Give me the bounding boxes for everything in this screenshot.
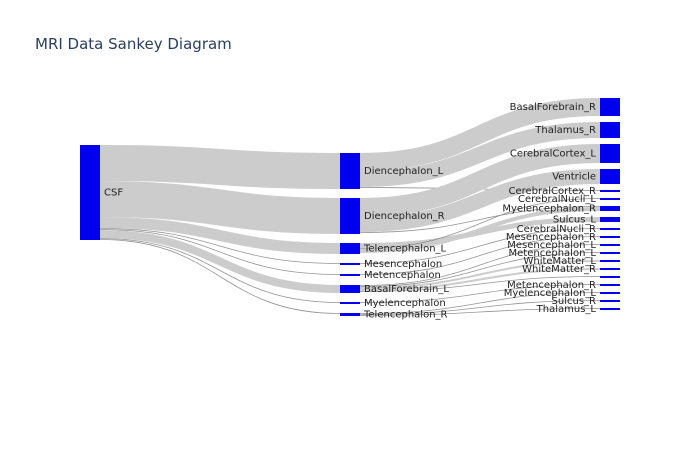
chart-title: MRI Data Sankey Diagram	[35, 35, 232, 53]
node-label-mye_l: Myelencephalon_L	[504, 288, 597, 299]
node-label-thal_l: Thalamus_L	[536, 304, 597, 315]
link-tel_r-mye_l[interactable]	[359, 292, 601, 314]
link-bf_l-met_l[interactable]	[359, 252, 601, 287]
node-label-sul_l: Sulcus_L	[553, 215, 597, 226]
node-mes_r[interactable]	[600, 236, 620, 238]
link-tel_l-sul_l[interactable]	[359, 217, 601, 248]
node-label-cc_l: CerebralCortex_L	[510, 149, 597, 160]
labels-layer: CSF Diencephalon_L Diencephalon_R Telenceph…	[104, 102, 596, 321]
link-csf-tel_r[interactable]	[99, 239, 341, 314]
link-tel_l-mye_r[interactable]	[359, 207, 601, 253]
node-tel_r[interactable]	[340, 313, 360, 316]
node-label-tel_r: Telencephalon_R	[363, 310, 448, 321]
node-label-mye: Myelencephalon	[364, 298, 446, 309]
node-label-bf_r: BasalForebrain_R	[510, 102, 596, 113]
link-tel_r-sul_r[interactable]	[359, 300, 601, 315]
node-wm_l[interactable]	[600, 260, 620, 262]
node-label-mes_l: Mesencephalon_L	[507, 240, 596, 251]
node-met[interactable]	[340, 274, 360, 276]
link-bf_l-mes_l[interactable]	[359, 244, 601, 286]
link-dien_r-cc_l[interactable]	[359, 144, 601, 217]
node-thal_r[interactable]	[600, 122, 620, 138]
node-label-met_l: Metencephalon_L	[509, 248, 597, 259]
links-layer	[99, 98, 601, 316]
node-label-csf: CSF	[104, 188, 123, 199]
node-cn_r[interactable]	[600, 228, 620, 230]
link-met-mes_r[interactable]	[359, 236, 601, 275]
node-cc_l[interactable]	[600, 144, 620, 163]
node-bf_r[interactable]	[600, 98, 620, 116]
node-label-cn_l: CerebralNucli_L	[518, 194, 596, 205]
link-csf-mye[interactable]	[99, 238, 341, 303]
node-met_l[interactable]	[600, 252, 620, 254]
node-unl[interactable]	[600, 276, 620, 278]
link-bf_l-wm_l[interactable]	[359, 260, 601, 289]
node-met_r[interactable]	[600, 284, 620, 286]
node-label-thal_r: Thalamus_R	[534, 125, 596, 136]
node-label-met: Metencephalon	[364, 270, 441, 281]
link-csf-dien_l[interactable]	[99, 145, 341, 189]
node-label-cc_r: CerebralCortex_R	[508, 186, 596, 197]
link-dien_r-vent[interactable]	[359, 169, 601, 232]
link-csf-met[interactable]	[99, 229, 341, 275]
node-label-vent: Ventricle	[552, 172, 596, 183]
link-csf-bf_l[interactable]	[99, 230, 341, 293]
node-label-sul_r: Sulcus_R	[552, 296, 597, 307]
node-mye_r[interactable]	[600, 206, 620, 211]
node-label-cn_r: CerebralNucli_R	[517, 224, 596, 235]
link-tel_l-cn_l[interactable]	[359, 198, 601, 249]
link-csf-mes[interactable]	[99, 228, 341, 264]
node-label-mye_r: Myelencephalon_R	[502, 204, 596, 215]
link-bf_l-unl[interactable]	[359, 276, 601, 292]
node-label-mes_r: Mesencephalon_R	[506, 232, 596, 243]
node-csf[interactable]	[80, 145, 100, 240]
node-mes_l[interactable]	[600, 244, 620, 246]
node-label-wm_r: WhiteMatter_R	[522, 264, 596, 275]
node-thal_l[interactable]	[600, 308, 620, 310]
link-csf-tel_l[interactable]	[99, 217, 341, 254]
link-dien_l-bf_r[interactable]	[359, 98, 601, 171]
node-label-met_r: Metencephalon_R	[507, 280, 596, 291]
link-tel_r-thal_l[interactable]	[359, 308, 601, 316]
node-label-tel_l: Telencephalon_L	[363, 244, 447, 255]
node-cc_r[interactable]	[600, 190, 620, 192]
node-label-dien_r: Diencephalon_R	[364, 211, 445, 222]
node-sul_l[interactable]	[600, 217, 620, 222]
link-csf-dien_r[interactable]	[99, 181, 341, 234]
link-mes-cn_r[interactable]	[359, 228, 601, 264]
link-bf_l-wm_r[interactable]	[359, 268, 601, 291]
node-tel_l[interactable]	[340, 243, 360, 254]
node-dien_l[interactable]	[340, 153, 360, 189]
node-mes[interactable]	[340, 263, 360, 265]
node-label-wm_l: WhiteMatter_L	[523, 256, 596, 267]
node-sul_r[interactable]	[600, 300, 620, 302]
node-label-bf_l: BasalForebrain_L	[364, 284, 449, 295]
link-dien_r-mye_r[interactable]	[359, 206, 601, 233]
nodes-layer	[80, 98, 620, 316]
node-mye_l[interactable]	[600, 292, 620, 294]
node-dien_r[interactable]	[340, 198, 360, 234]
link-mye-met_r[interactable]	[359, 284, 601, 303]
node-bf_l[interactable]	[340, 285, 360, 293]
node-vent[interactable]	[600, 169, 620, 184]
node-wm_r[interactable]	[600, 268, 620, 270]
node-mye[interactable]	[340, 302, 360, 304]
link-dien_l-thal_r[interactable]	[359, 122, 601, 187]
node-label-dien_l: Diencephalon_L	[364, 166, 444, 177]
node-label-mes: Mesencephalon	[364, 259, 442, 270]
node-cn_l[interactable]	[600, 198, 620, 200]
